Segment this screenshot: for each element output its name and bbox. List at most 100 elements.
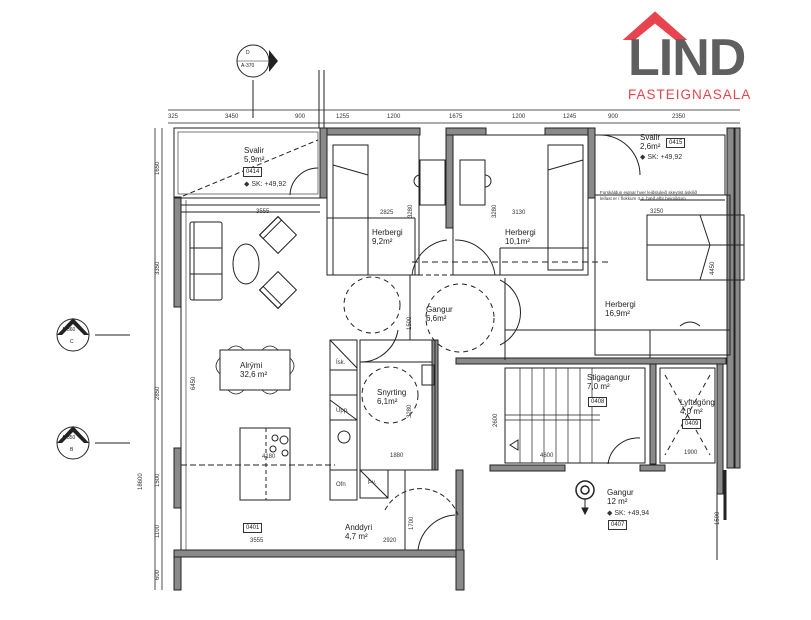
dim-left-2: 2850 [155,386,161,400]
room-herbergi-3: Herbergi 16,9m² [605,300,636,318]
room-name: Snyrting [377,388,407,397]
dim-4180: 4180 [262,454,276,460]
dim-top-6: 1200 [512,114,526,120]
dim-left-4: 1100 [155,525,161,538]
dim-2920: 2920 [383,538,397,544]
unit-code: 0401 [243,523,263,533]
dim-1880: 1880 [390,453,404,459]
fixture-isk: Ísk. [336,360,346,366]
brand-subtitle: FASTEIGNASALA [628,87,752,102]
brand-logo: LIND FASTEIGNASALA [628,10,788,102]
room-name: Svalir [640,133,661,142]
room-code: 0409 [682,419,702,429]
dim-1900: 1900 [684,450,698,456]
room-area: 6,1m² [377,397,398,406]
level-value: SK: +49,94 [614,510,650,517]
dim-3280-c: 3280 [407,404,413,418]
room-name: Gangur [607,488,634,497]
dim-1500-right: 1500 [715,511,721,525]
section-b-id: B [70,447,74,453]
dim-3280-a: 3280 [408,204,414,218]
room-code: 0415 [666,138,686,148]
room-name: Svalir [244,146,265,155]
section-marker-b [56,426,90,460]
dim-top-5: 1675 [449,114,463,120]
dim-2825: 2825 [380,210,394,216]
dim-3555-bottom: 3555 [250,538,264,544]
dim-left-5: 600 [155,569,161,580]
dim-top-8: 900 [608,114,619,120]
room-name: Herbergi [505,228,536,237]
dim-top-7: 1245 [563,114,577,120]
room-name: Alrými [240,361,263,370]
room-name: Anddyri [345,523,373,532]
room-level: ◆ SK: +49,92 [244,181,287,188]
room-svalir-left: Svalir 5,9m² [244,146,264,164]
room-herbergi-2: Herbergi 10,1m² [505,228,536,246]
room-herbergi-1: Herbergi 9,2m² [372,228,403,246]
section-c-id: C [70,339,74,345]
dim-top-0: 325 [168,114,179,120]
dim-left-0: 1650 [155,161,161,175]
fixture-upp: Upp. [336,408,349,414]
room-area: 10,1m² [505,237,530,246]
room-name: Gangur [426,305,453,314]
room-area: 32,6 m² [240,370,268,379]
dim-4600: 4600 [540,453,554,459]
dim-top-9: 2350 [672,114,686,120]
dim-top-3: 1255 [336,114,350,120]
room-area: 9,2m² [372,237,393,246]
room-svalir-right: Svalir 2,6m² [640,133,660,151]
section-marker-d [236,44,278,78]
dim-1700: 1700 [409,516,415,530]
room-level: ◆ SK: +49,94 [607,510,650,517]
room-name: Stigagangur [587,373,631,382]
dim-3280-b: 3280 [492,204,498,218]
room-gangur-1: Gangur 6,6m² [426,305,453,323]
dim-4450: 4450 [710,261,716,275]
room-code: 0408 [588,397,608,407]
fixture-ofn: Ofn [336,482,346,488]
plan-note: Forskáldun eignar hver leiðsluleið skeyt… [600,190,698,201]
room-name: Lyftugöng [680,398,715,407]
level-value: SK: +49,92 [647,154,683,161]
logo-roof-icon [622,11,688,40]
dim-left-3: 1500 [155,473,161,487]
room-area: 4,0 m² [680,407,703,416]
room-code: 0414 [243,167,263,177]
room-area: 7,0 m² [587,382,610,391]
level-value: SK: +49,92 [251,181,287,188]
dim-top-4: 1200 [387,114,401,120]
room-level: ◆ SK: +49,92 [640,154,683,161]
room-stigagangur: Stigagangur 7,0 m² [587,373,630,391]
dim-top-2: 900 [295,114,306,120]
dim-1500: 1500 [407,316,413,330]
room-code: 0407 [608,520,628,530]
room-lyftugong: Lyftugöng 4,0 m² [680,398,715,416]
dim-left-1: 3350 [155,261,161,275]
room-alrymi: Alrými 32,6 m² [240,361,267,379]
dim-3555-top: 3555 [256,209,270,215]
room-snyrting: Snyrting 6,1m² [377,388,406,406]
section-d-ref: A-370 [241,63,255,69]
brand-name: LIND [628,29,746,87]
room-area: 2,6m² [640,142,661,151]
dim-2600: 2600 [493,413,499,427]
room-name: Herbergi [605,300,636,309]
room-area: 4,7 m² [345,532,368,541]
room-area: 6,6m² [426,314,447,323]
fixture-thv: Þv. [368,480,377,486]
section-d-id: D [246,50,250,56]
dim-left-total: 18600 [138,473,144,490]
section-marker-c [56,318,90,352]
room-name: Herbergi [372,228,403,237]
room-anddyri: Anddyri 4,7 m² [345,523,372,541]
room-gangur-2: Gangur 12 m² [607,488,634,506]
dim-top-1: 3450 [225,114,239,120]
room-area: 5,9m² [244,155,265,164]
dim-6450: 6450 [191,376,197,390]
section-c-ref: A-360 [62,327,76,333]
section-b-ref: A-350 [62,435,76,441]
dim-3130: 3130 [512,210,526,216]
